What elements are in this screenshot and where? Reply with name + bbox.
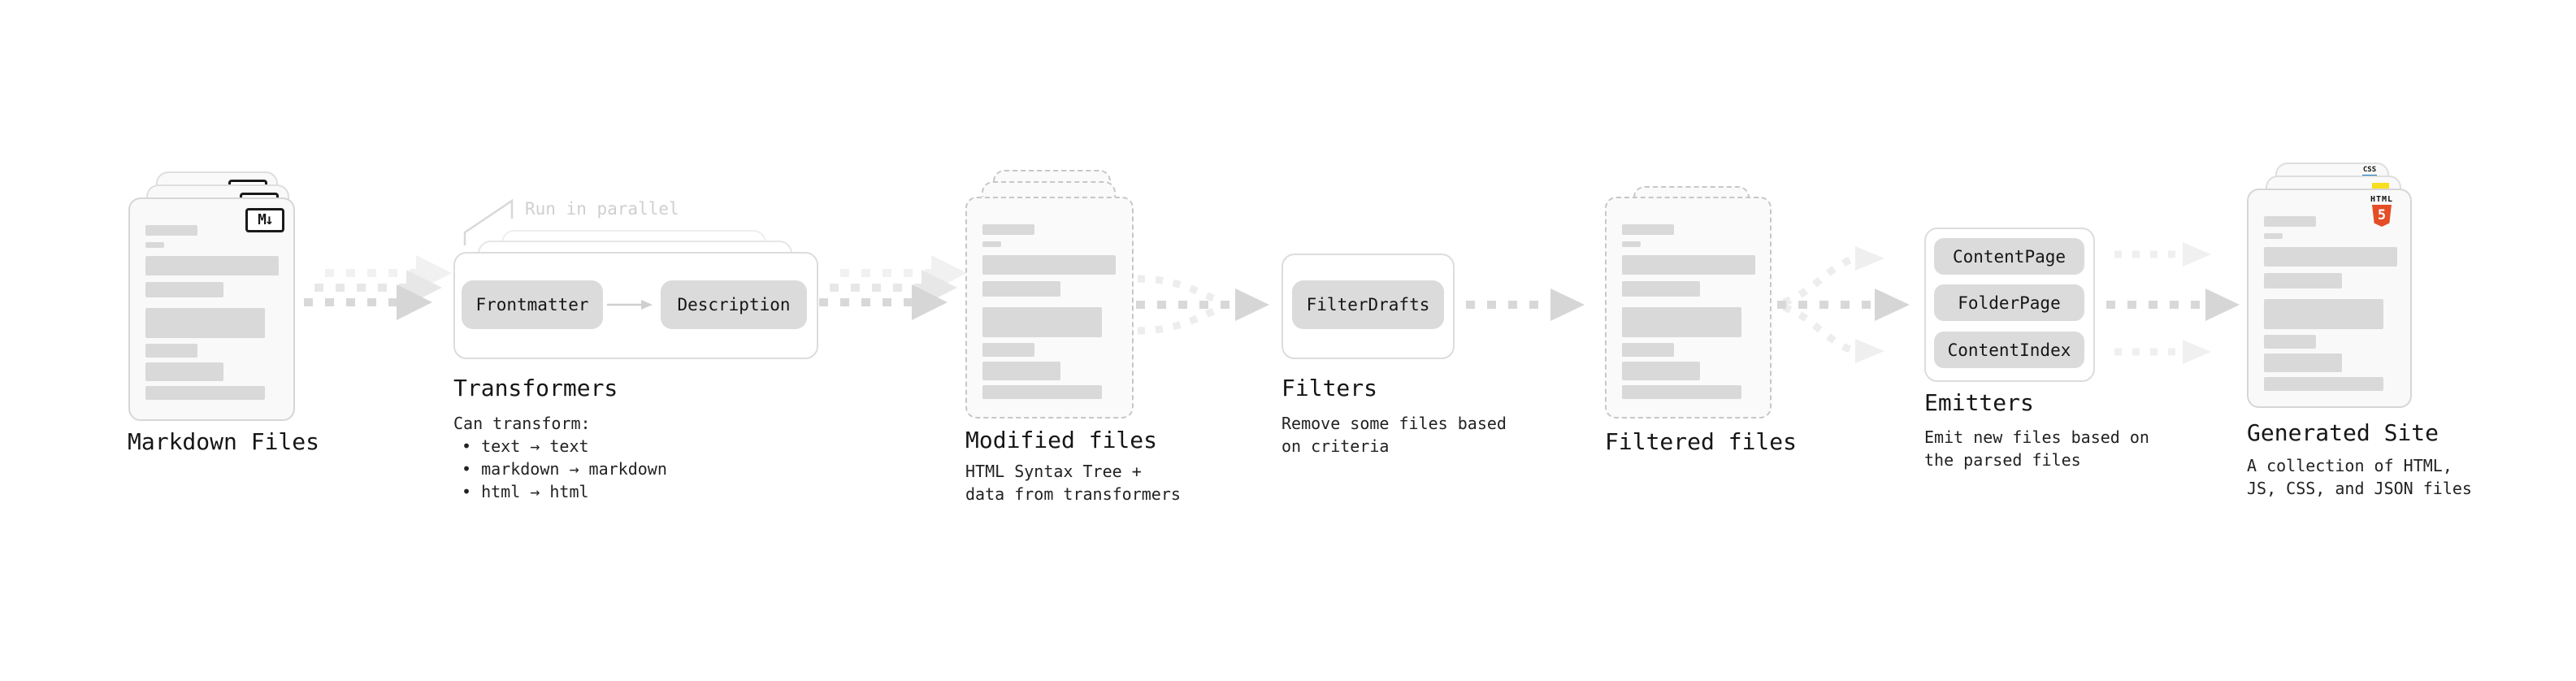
transformers-title: Transformers [453,375,618,401]
filters-subtitle: Remove some files based on criteria [1281,414,1507,456]
text-bar [145,242,164,248]
text-bar [145,308,265,338]
markdown-icon: M↓ [245,208,284,232]
text-bar [2264,377,2383,391]
run-in-parallel-note: Run in parallel [525,199,679,219]
folderpage-pill: FolderPage [1934,284,2084,321]
text-bar [982,385,1102,399]
markdown-files-title: Markdown Files [128,428,320,455]
text-bar [1622,362,1700,380]
transformers-description: Can transform: • text → text • markdown … [453,412,667,503]
text-bar [2264,273,2342,288]
text-bar [1622,255,1755,275]
css-icon-label: CSS [2362,166,2377,174]
text-bar [982,281,1060,297]
html5-icon-shield: 5 [2372,205,2392,227]
arrow-triple-emitters-to-site [2106,242,2240,364]
html5-icon: HTML 5 [2363,195,2400,227]
contentindex-pill: ContentIndex [1934,332,2084,368]
text-bar [145,282,223,297]
modified-file-card [965,197,1134,419]
text-bar [1622,343,1674,357]
arrow-stack-transformers-to-modified [819,255,967,320]
text-bar [2264,299,2383,329]
text-bar [2264,354,2342,372]
description-pill: Description [661,280,807,329]
text-bar [1622,224,1674,235]
text-bar [1622,385,1741,399]
text-bar [1622,307,1741,337]
transform-bullet: • text → text [462,436,589,456]
arrow-merge-modified-to-filters [1136,275,1269,335]
filtered-files-title: Filtered files [1605,428,1798,455]
transformer-arrow [607,300,653,310]
text-bar [982,343,1034,357]
text-bar [145,386,265,400]
can-transform-heading: Can transform: [453,414,591,433]
transform-bullet: • markdown → markdown [462,459,667,479]
markdown-file-card: M↓ [128,197,295,421]
filters-title: Filters [1281,375,1378,401]
text-bar [982,362,1060,380]
text-bar [145,256,279,275]
filtered-file-card [1605,197,1772,419]
text-bar [145,362,223,381]
text-bar [982,255,1116,275]
text-bar [982,241,1001,247]
text-bar [982,224,1034,235]
text-bar [1622,281,1700,297]
arrow-split-filtered-to-emitters [1777,246,1910,363]
text-bar [2264,233,2283,239]
filterdrafts-pill: FilterDrafts [1292,280,1444,329]
html5-icon-label: HTML [2370,195,2394,204]
emitters-title: Emitters [1924,389,2034,416]
generated-site-subtitle: A collection of HTML, JS, CSS, and JSON … [2247,456,2472,498]
modified-files-title: Modified files [965,427,1158,453]
modified-files-subtitle: HTML Syntax Tree + data from transformer… [965,462,1181,504]
emitters-subtitle: Emit new files based on the parsed files [1924,427,2149,470]
text-bar [2264,247,2397,267]
text-bar [145,344,197,358]
transform-bullet: • html → html [462,482,589,501]
text-bar [982,307,1102,337]
arrow-filters-to-filtered [1466,288,1585,321]
text-bar [145,225,197,236]
text-bar [2264,335,2316,349]
generated-file-card: HTML 5 [2247,189,2412,408]
frontmatter-pill: Frontmatter [462,280,603,329]
contentpage-pill: ContentPage [1934,238,2084,275]
run-in-parallel-leader-line [463,198,514,245]
text-bar [2264,216,2316,227]
text-bar [1622,241,1641,247]
generated-site-title: Generated Site [2247,419,2439,446]
arrow-stack-markdown-to-transformers [304,255,452,320]
